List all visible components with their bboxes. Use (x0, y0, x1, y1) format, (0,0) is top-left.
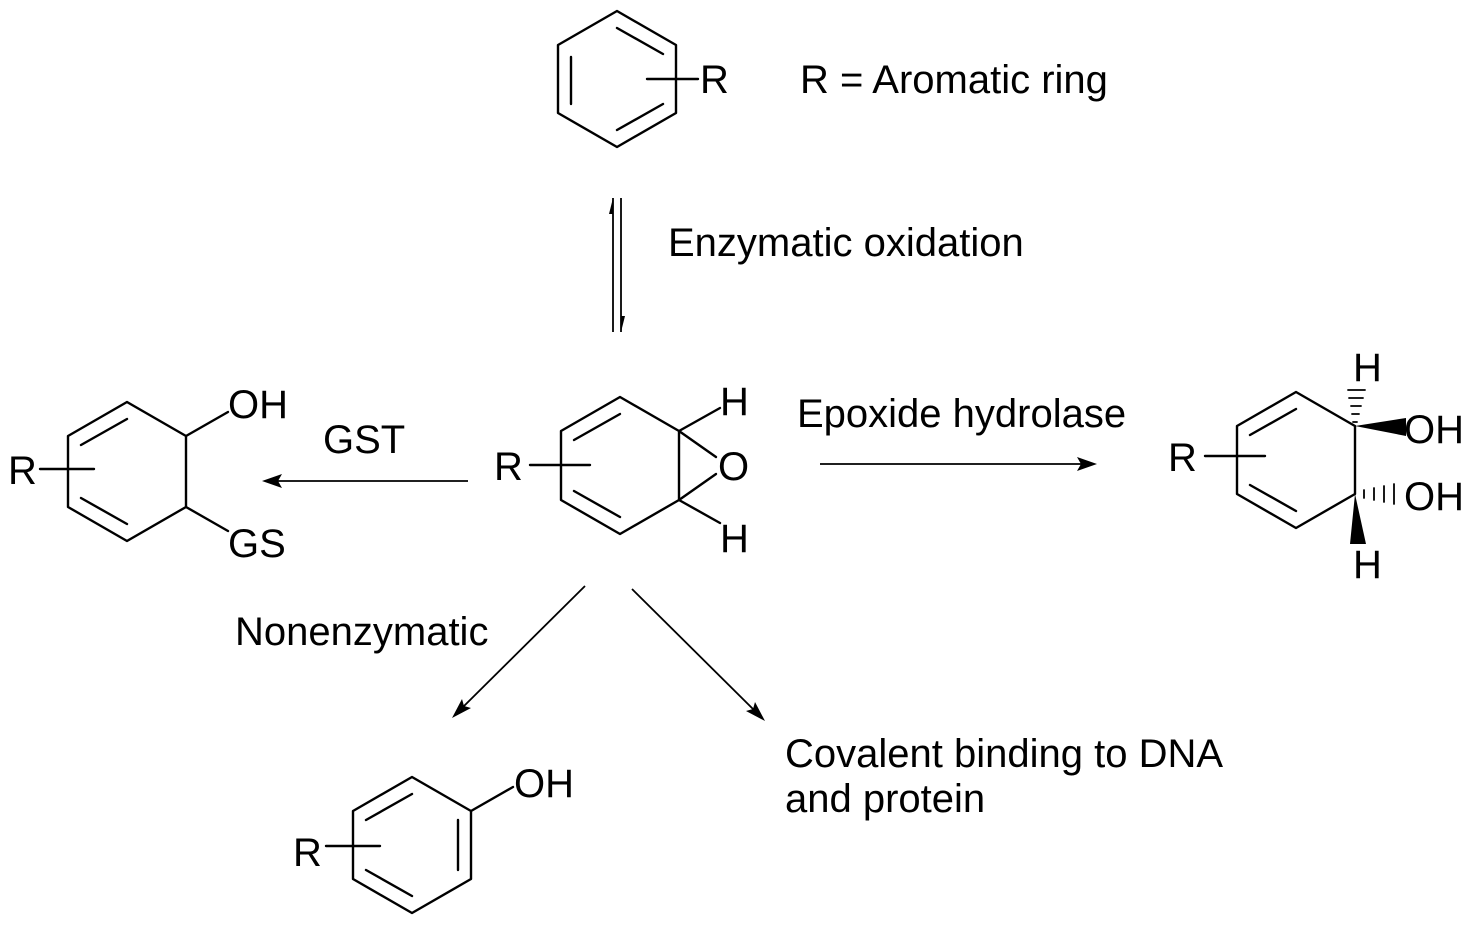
glutathione-conjugate: R OH GS (8, 383, 288, 566)
label-enzymatic-oxidation: Enzymatic oxidation (668, 221, 1024, 265)
epoxide-oxygen: O (718, 445, 749, 489)
label-covalent-binding-line1: Covalent binding to DNA (785, 732, 1223, 776)
benzene-substrate: R (556, 9, 729, 149)
label-epoxide-hydrolase: Epoxide hydrolase (797, 392, 1126, 436)
arene-oxide-h-bottom: H (720, 517, 749, 561)
hashed-bond-bottom-oh (1363, 483, 1395, 505)
gst-arrow (262, 474, 468, 488)
wedge-bond-bottom-h (1350, 494, 1366, 544)
label-nonenzymatic: Nonenzymatic (235, 610, 488, 654)
diol-h-bottom: H (1353, 543, 1382, 587)
r-definition: R = Aromatic ring (800, 58, 1108, 102)
diol-h-top: H (1353, 346, 1382, 390)
conjugate-gs: GS (228, 522, 286, 566)
diol-oh-top: OH (1404, 408, 1464, 452)
phenol-oh: OH (514, 762, 574, 806)
substituent-r: R (700, 58, 729, 102)
arene-oxide: R H O H (494, 380, 749, 561)
label-covalent-binding-line2: and protein (785, 777, 985, 821)
label-gst: GST (323, 418, 405, 462)
conjugate-oh: OH (228, 383, 288, 427)
diol-oh-bottom: OH (1404, 475, 1464, 519)
dihydrodiol: R H OH OH H (1168, 346, 1464, 587)
conjugate-r: R (8, 449, 37, 493)
phenol-r: R (293, 831, 322, 875)
wedge-bond-top-oh (1355, 418, 1406, 436)
nonenzymatic-arrow (452, 585, 586, 718)
equilibrium-arrow (609, 198, 625, 332)
phenol-product: R OH (293, 762, 574, 915)
diol-r: R (1168, 436, 1197, 480)
arene-oxide-h-top: H (720, 380, 749, 424)
arene-oxide-r: R (494, 445, 523, 489)
covalent-binding-arrow (631, 588, 765, 721)
epoxide-hydrolase-arrow (820, 457, 1097, 471)
hashed-bond-top-h (1347, 389, 1366, 423)
